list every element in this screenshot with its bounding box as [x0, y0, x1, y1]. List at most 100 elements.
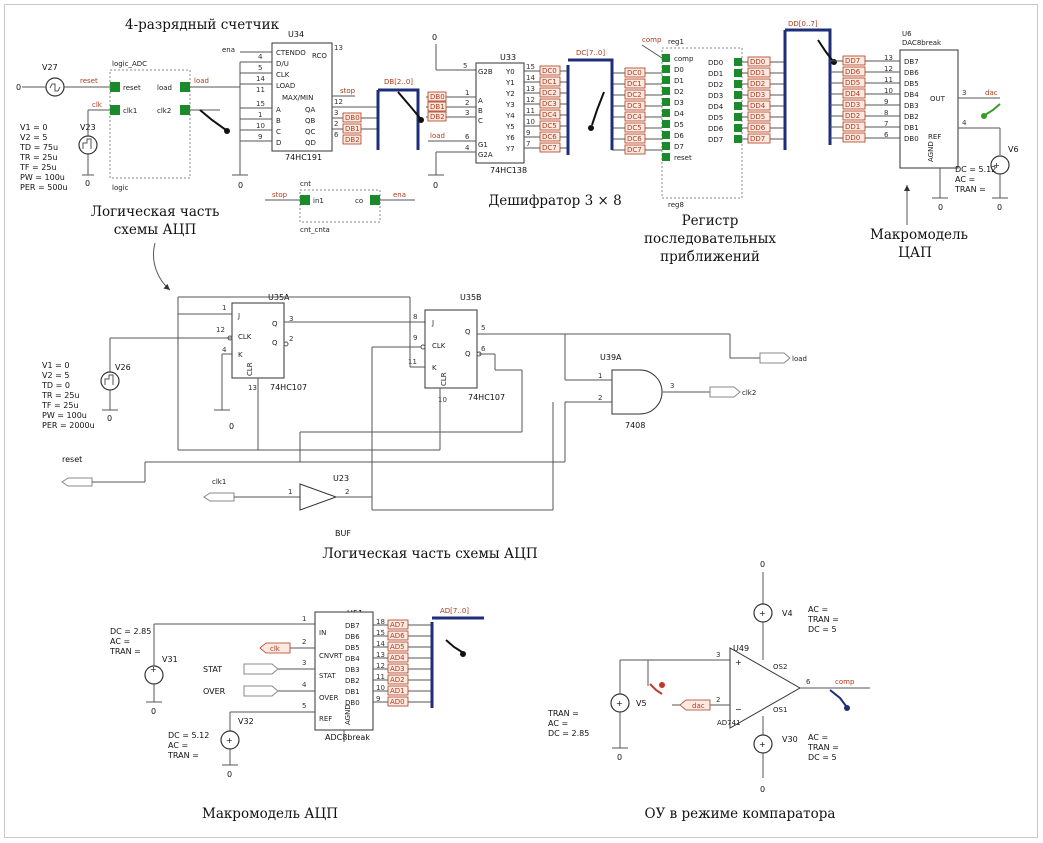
svg-text:0: 0 [997, 203, 1002, 212]
svg-text:U34: U34 [288, 30, 304, 39]
svg-text:8: 8 [413, 313, 417, 321]
svg-text:TR = 25u: TR = 25u [19, 153, 57, 162]
svg-text:clk1: clk1 [212, 478, 226, 486]
svg-text:14: 14 [376, 640, 385, 648]
adc-pin-label: DB3 [345, 666, 360, 674]
dac-dd-label: DD3 [845, 101, 860, 109]
svg-text:4: 4 [302, 681, 307, 689]
svg-text:6: 6 [806, 678, 811, 686]
svg-text:14: 14 [256, 75, 265, 83]
svg-text:AC =: AC = [110, 637, 130, 646]
svg-text:MAX/MIN: MAX/MIN [282, 94, 313, 102]
register-dc-label: DC3 [627, 102, 642, 110]
svg-text:−: − [735, 705, 742, 714]
v26-source: V1 = 0 V2 = 5 TD = 0 TR = 25u TF = 25u P… [41, 337, 232, 430]
svg-text:J: J [431, 319, 434, 327]
svg-text:OUT: OUT [930, 95, 946, 103]
cnt-block: cnt in1 co cnt_cnta stop ena [265, 180, 415, 234]
reg8-pin-label: DD3 [708, 92, 723, 100]
adc-ad-label: AD0 [390, 698, 405, 706]
register-dc-label: DC7 [627, 146, 642, 154]
svg-text:QA: QA [305, 106, 316, 114]
svg-text:C: C [478, 117, 483, 125]
dac-dd-label: DD5 [845, 79, 860, 87]
dac-pin-label: DB5 [904, 80, 919, 88]
svg-text:V26: V26 [115, 363, 131, 372]
caption-decoder: Дешифратор 3 × 8 [488, 193, 622, 209]
svg-text:0: 0 [760, 560, 765, 569]
svg-text:CLR: CLR [440, 372, 448, 386]
svg-text:9: 9 [413, 334, 417, 342]
svg-text:3: 3 [670, 382, 674, 390]
svg-text:AC =: AC = [808, 605, 828, 614]
net-reset-label: reset [80, 77, 98, 85]
svg-text:TRAN =: TRAN = [807, 743, 839, 752]
svg-text:ena: ena [222, 46, 235, 54]
reg8-pin-label: D6 [674, 132, 684, 140]
svg-text:AGND: AGND [344, 704, 352, 725]
svg-text:10: 10 [256, 122, 265, 130]
svg-text:OS2: OS2 [773, 663, 787, 671]
dac-dd-label: DD7 [845, 57, 860, 65]
svg-text:load: load [194, 77, 209, 85]
svg-text:3: 3 [962, 89, 966, 97]
svg-text:Q: Q [272, 320, 278, 328]
svg-text:DB2: DB2 [345, 136, 360, 144]
svg-text:J: J [237, 312, 240, 320]
svg-text:TF = 25u: TF = 25u [19, 163, 57, 172]
svg-text:Y4: Y4 [505, 112, 515, 120]
register-dd-label: DD6 [750, 124, 766, 132]
figure-frame [4, 4, 1038, 838]
svg-text:V1 = 0: V1 = 0 [20, 123, 47, 132]
dac-dd-label: DD2 [845, 112, 860, 120]
svg-text:1: 1 [465, 89, 469, 97]
svg-text:+: + [735, 658, 742, 667]
svg-text:LOAD: LOAD [276, 82, 295, 90]
svg-text:DC = 5.12: DC = 5.12 [168, 731, 209, 740]
net-clk-label: clk [92, 101, 103, 109]
svg-text:3: 3 [334, 109, 338, 117]
decoder-dc-label: DC7 [542, 144, 557, 152]
decoder-dc-label: DC1 [542, 78, 557, 86]
svg-text:0: 0 [760, 785, 765, 794]
v27-params: V1 = 0 V2 = 5 TD = 75u TR = 25u TF = 25u… [19, 123, 68, 192]
svg-text:QC: QC [305, 128, 316, 136]
svg-text:V1 = 0: V1 = 0 [42, 361, 69, 370]
dac-pin-label: DB6 [904, 69, 919, 77]
adc-ad-label: AD2 [390, 676, 405, 684]
svg-text:12: 12 [216, 326, 225, 334]
svg-text:D/U: D/U [276, 60, 289, 68]
register-dc-label: DC2 [627, 91, 642, 99]
svg-text:V4: V4 [782, 609, 793, 618]
svg-text:8: 8 [884, 109, 888, 117]
u33-decoder: 0 U33 G2B A B C G1 G2A Y0 Y1 Y2 Y3 Y4 Y5… [426, 33, 662, 190]
reg8-pin-label: D7 [674, 143, 684, 151]
svg-text:7: 7 [526, 140, 530, 148]
svg-text:2: 2 [289, 335, 293, 343]
svg-text:DB0: DB0 [345, 114, 360, 122]
dac-dd-label: DD6 [845, 68, 861, 76]
svg-text:11: 11 [376, 673, 385, 681]
svg-text:stop: stop [272, 191, 288, 199]
dac-pin-label: DB7 [904, 58, 919, 66]
svg-text:4: 4 [465, 144, 470, 152]
reg8-pin-label: D2 [674, 88, 684, 96]
reg8-pin-label: D3 [674, 99, 684, 107]
svg-text:reg8: reg8 [668, 201, 684, 209]
decoder-dc-label: DC0 [542, 67, 557, 75]
svg-text:Y2: Y2 [505, 90, 515, 98]
svg-text:Y1: Y1 [505, 79, 515, 87]
svg-text:9: 9 [258, 133, 262, 141]
svg-text:V32: V32 [238, 717, 254, 726]
reg8-pin-label: DD5 [708, 114, 723, 122]
caption-logic-top: Логическая часть схемы АЦП [90, 204, 220, 238]
reg8-pin-label: DD6 [708, 125, 724, 133]
dac-pin-label: DB2 [904, 113, 919, 121]
svg-text:BUF: BUF [335, 529, 351, 538]
register-dd-label: DD2 [750, 80, 765, 88]
svg-text:REF: REF [928, 133, 941, 141]
reg8-pin-label: DD1 [708, 70, 723, 78]
svg-text:Y3: Y3 [505, 101, 515, 109]
svg-text:in1: in1 [313, 197, 324, 205]
